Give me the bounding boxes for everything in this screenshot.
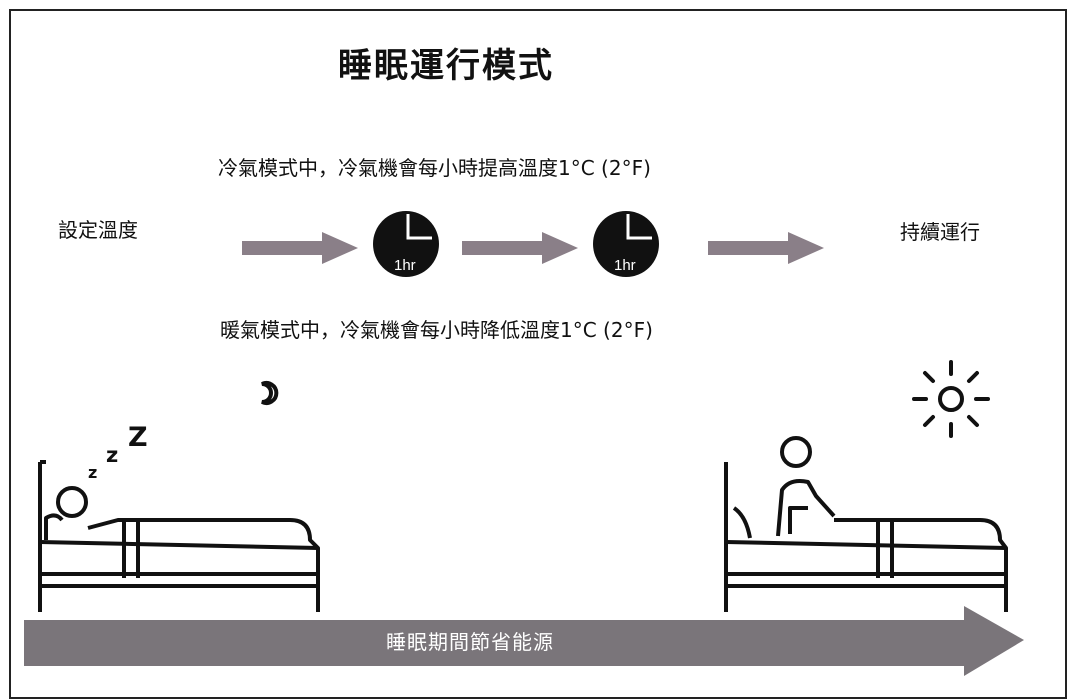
arrow-icon	[242, 232, 358, 264]
sleeping-person-icon	[38, 460, 320, 612]
clock-icon: 1hr	[593, 211, 659, 277]
page-title: 睡眠運行模式	[338, 46, 554, 86]
waking-person-icon	[724, 436, 1008, 612]
clock-icon: 1hr	[373, 211, 439, 277]
cooling-mode-text: 冷氣模式中，冷氣機會每小時提高溫度1°C (2°F)	[218, 156, 651, 180]
arrow-icon	[708, 232, 824, 264]
svg-text:Z: Z	[128, 422, 148, 453]
svg-text:z: z	[88, 463, 97, 482]
arrow-icon	[462, 232, 578, 264]
heating-mode-text: 暖氣模式中，冷氣機會每小時降低溫度1°C (2°F)	[220, 318, 653, 342]
moon-icon	[261, 381, 279, 405]
sun-icon	[912, 360, 990, 438]
clock-label: 1hr	[394, 257, 416, 274]
diagram-frame	[9, 9, 1067, 699]
energy-saving-bar	[24, 606, 1024, 676]
set-temperature-label: 設定溫度	[58, 218, 138, 242]
clock-label: 1hr	[614, 257, 636, 274]
energy-saving-label: 睡眠期間節省能源	[386, 630, 554, 654]
svg-text:z: z	[106, 443, 118, 467]
zzz-icon: z z Z	[88, 422, 148, 482]
continue-running-label: 持續運行	[900, 220, 980, 244]
